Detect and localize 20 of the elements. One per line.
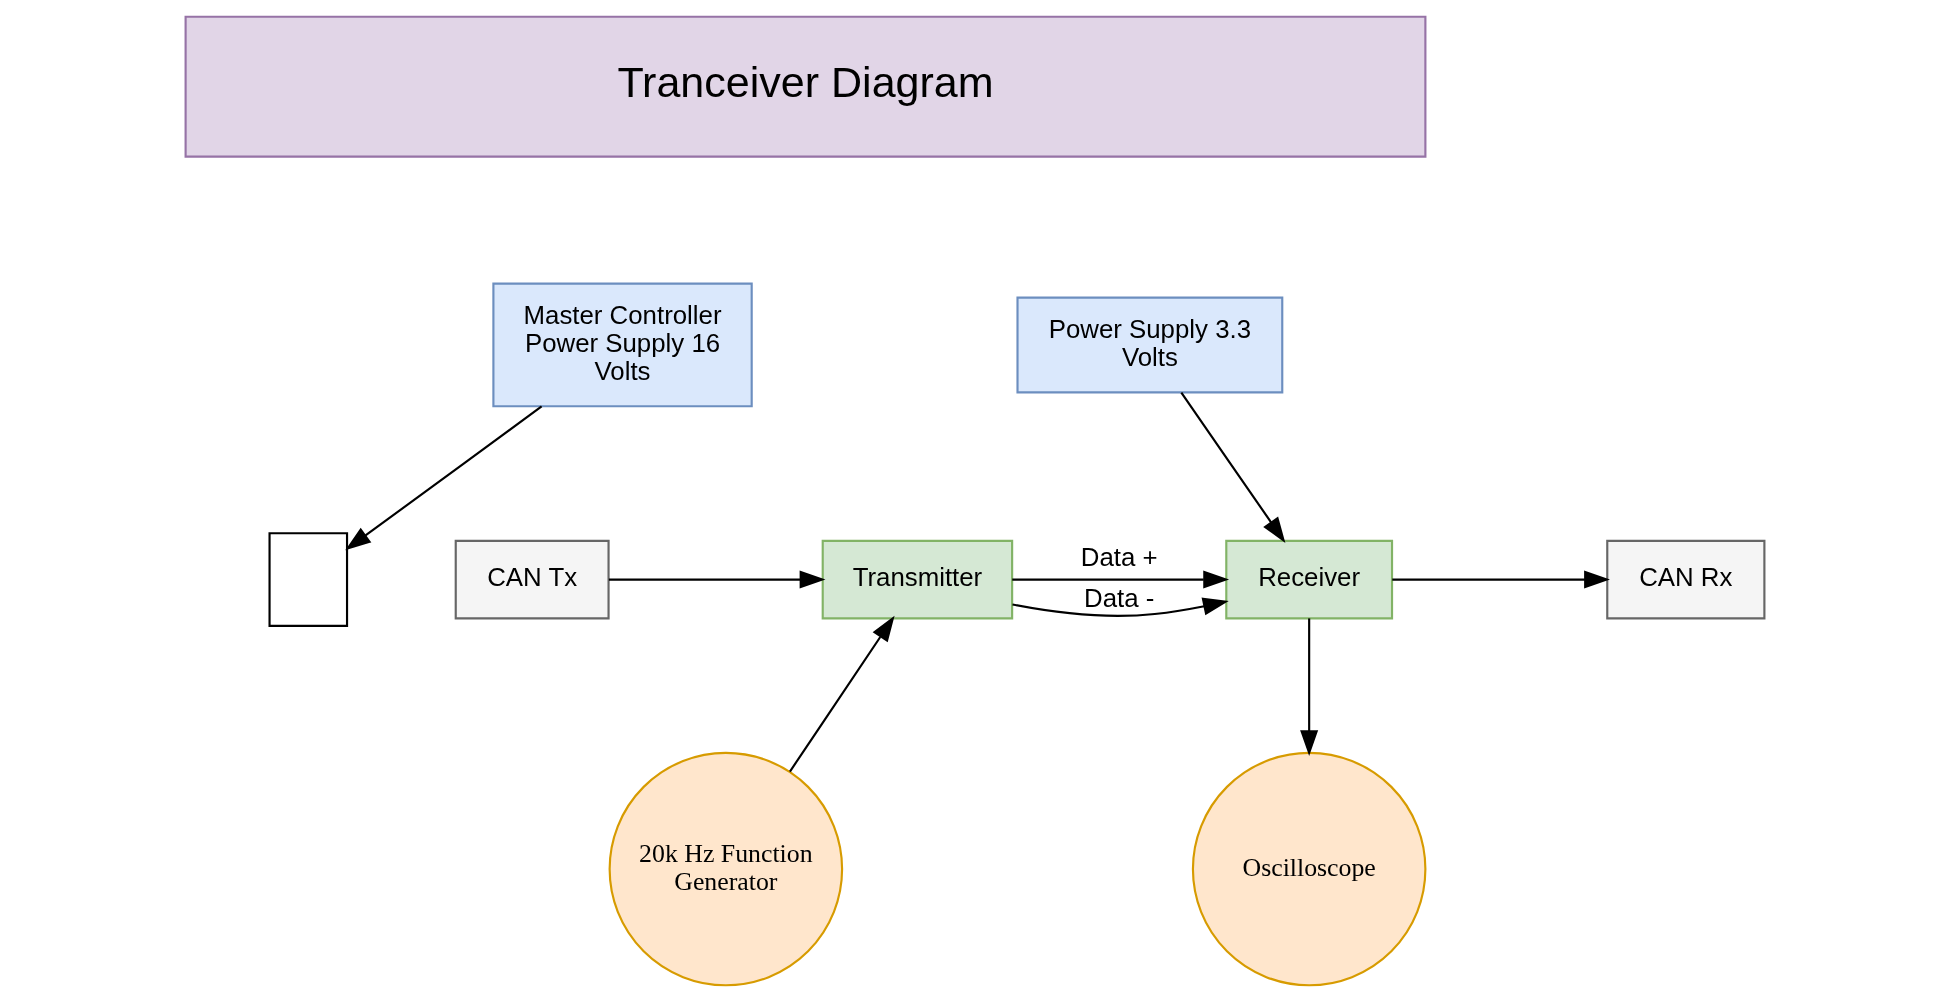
arrow <box>1299 618 1318 756</box>
arrow <box>608 570 825 589</box>
node-box: CAN Tx <box>454 539 610 620</box>
node-box: Master Controller Power Supply 16 Volts <box>491 282 753 408</box>
arrow <box>1011 570 1229 589</box>
node-circle: 20k Hz Function Generator <box>608 751 843 987</box>
node-box: Transmitter <box>821 539 1013 620</box>
node-box: Tranceiver Diagram <box>184 15 1426 158</box>
edge-label: Data - <box>1083 583 1154 612</box>
node-box: Power Supply 3.3 Volts <box>1015 296 1283 394</box>
arrow <box>344 405 542 551</box>
node-circle: Oscilloscope <box>1191 751 1426 987</box>
edge-label: Data + <box>1080 542 1158 571</box>
arrow <box>1179 392 1285 544</box>
arrow <box>1011 597 1229 617</box>
arrow <box>788 615 895 773</box>
node-box: CAN Rx <box>1605 539 1765 620</box>
node-box <box>267 532 348 627</box>
node-box: Receiver <box>1224 539 1393 620</box>
arrow <box>1391 570 1610 589</box>
